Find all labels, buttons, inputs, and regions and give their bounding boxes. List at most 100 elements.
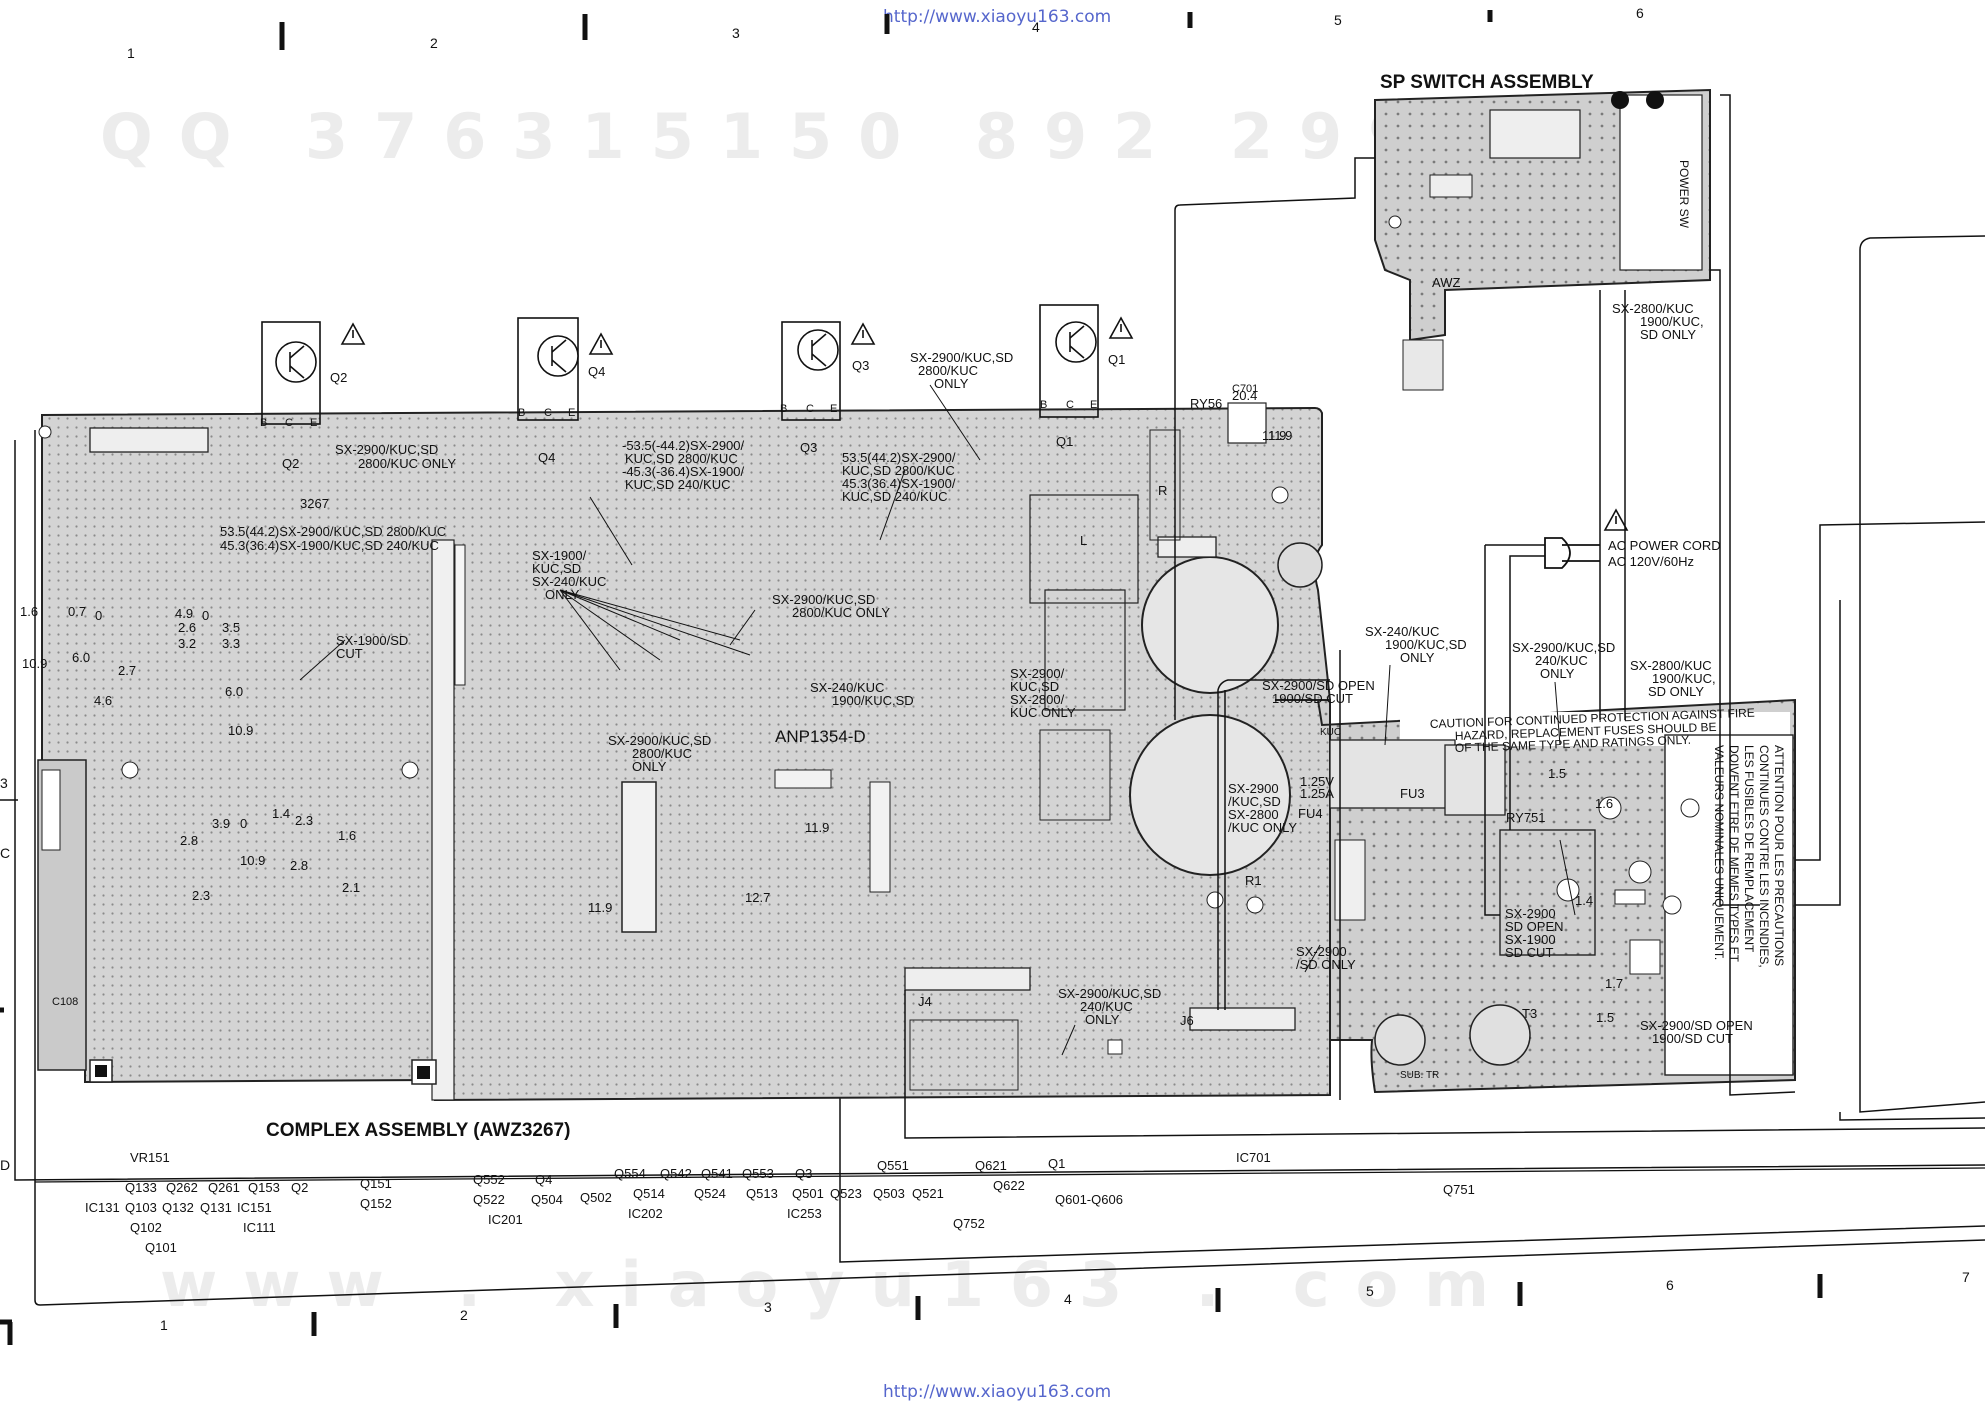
label-fu-rating1: 1.25V xyxy=(1300,774,1334,789)
svg-text:3.9: 3.9 xyxy=(212,816,230,831)
ref-designator: Q521 xyxy=(912,1186,944,1201)
svg-text:1.5: 1.5 xyxy=(1548,766,1566,781)
col-top-5: 5 xyxy=(1334,12,1342,28)
ref-designator: Q131 xyxy=(200,1200,232,1215)
sp-switch-title: SP SWITCH ASSEMBLY xyxy=(1380,72,1594,93)
svg-text:2.8: 2.8 xyxy=(290,858,308,873)
label-c701: C701 xyxy=(1232,383,1258,395)
complex-title: COMPLEX ASSEMBLY (AWZ3267) xyxy=(266,1120,570,1141)
ref-designator: Q513 xyxy=(746,1186,778,1201)
svg-text:0: 0 xyxy=(202,608,209,623)
url-top[interactable]: http://www.xiaoyu163.com xyxy=(883,7,1111,27)
col-bottom-7: 7 xyxy=(1962,1269,1970,1285)
svg-text:B: B xyxy=(260,417,267,429)
ref-designator: Q554 xyxy=(614,1166,646,1181)
ref-designator: Q2 xyxy=(291,1180,308,1195)
label-c108: C108 xyxy=(52,996,78,1008)
awz-code: 3267 xyxy=(300,496,329,511)
svg-text:ATTENTION POUR LES PRECAUTIONS: ATTENTION POUR LES PRECAUTIONS xyxy=(1772,745,1786,966)
board-q3: Q3 xyxy=(800,440,817,455)
label-j6: J6 xyxy=(1180,1013,1194,1028)
ref-designator: Q524 xyxy=(694,1186,726,1201)
board-q1: Q1 xyxy=(1056,434,1073,449)
svg-text:1.4: 1.4 xyxy=(272,806,290,821)
row-marker-d: D xyxy=(0,1157,10,1173)
ref-designator: IC701 xyxy=(1236,1150,1271,1165)
svg-text:AC 120V/60Hz: AC 120V/60Hz xyxy=(1608,554,1694,569)
ref-designator: Q3 xyxy=(795,1166,812,1181)
ref-designator: Q4 xyxy=(535,1172,552,1187)
col-bottom-3: 3 xyxy=(764,1299,772,1315)
svg-text:CONTINUES CONTRE LES INCENDIES: CONTINUES CONTRE LES INCENDIES, xyxy=(1757,745,1771,968)
url-bottom[interactable]: http://www.xiaoyu163.com xyxy=(883,1382,1111,1402)
svg-text:4.9: 4.9 xyxy=(175,606,193,621)
label-kuc: KUC xyxy=(1320,727,1341,738)
svg-text:3.3: 3.3 xyxy=(222,636,240,651)
ref-designator: Q152 xyxy=(360,1196,392,1211)
warning-icons xyxy=(340,316,1629,531)
ref-designator: Q133 xyxy=(125,1180,157,1195)
svg-text:10.9: 10.9 xyxy=(228,723,253,738)
col-top-1: 1 xyxy=(127,45,135,61)
svg-text:6.0: 6.0 xyxy=(225,684,243,699)
power-board xyxy=(1275,698,1796,1094)
svg-text:2.6: 2.6 xyxy=(178,620,196,635)
ref-designator: Q601-Q606 xyxy=(1055,1192,1123,1207)
svg-text:1.5: 1.5 xyxy=(1596,1010,1614,1025)
component-labels: RY56 20.4 C701 11.9 RY751 J4 J6 FU3 FU4 … xyxy=(52,383,1546,1081)
label-v119: 11.9 xyxy=(1268,428,1292,443)
transistor-q1 xyxy=(1039,304,1099,418)
svg-text:2.7: 2.7 xyxy=(118,663,136,678)
sp-switch-board xyxy=(1374,88,1711,391)
label-r: R xyxy=(1158,483,1167,498)
svg-text:DOIVENT ETRE DE MEMES TYPES ET: DOIVENT ETRE DE MEMES TYPES ET xyxy=(1727,745,1741,963)
watermark-top: QQ 376315150 892 299 xyxy=(100,100,1437,173)
svg-text:E: E xyxy=(1090,399,1097,411)
board-q2: Q2 xyxy=(282,456,299,471)
ref-designator: Q261 xyxy=(208,1180,240,1195)
svg-text:3.2: 3.2 xyxy=(178,636,196,651)
power-sw-label: POWER SW xyxy=(1677,160,1691,229)
ref-designator: IC253 xyxy=(787,1206,822,1221)
svg-text:1.4: 1.4 xyxy=(1575,893,1593,908)
label-ry: RY56 xyxy=(1190,396,1222,411)
caution-french: ATTENTION POUR LES PRECAUTIONS CONTINUES… xyxy=(1712,745,1786,968)
label-t3: T3 xyxy=(1522,1006,1537,1021)
col-bottom-5: 5 xyxy=(1366,1283,1374,1299)
label-l: L xyxy=(1080,533,1087,548)
ac-plug-icon xyxy=(1544,537,1600,569)
svg-text:11.9: 11.9 xyxy=(588,900,612,915)
svg-text:0: 0 xyxy=(95,608,102,623)
ref-designator: Q102 xyxy=(130,1220,162,1235)
svg-text:10.9: 10.9 xyxy=(22,656,47,671)
board-id: ANP1354-D xyxy=(775,727,866,746)
label-q3: Q3 xyxy=(852,358,869,373)
svg-text:AC POWER CORD: AC POWER CORD xyxy=(1608,538,1721,553)
svg-text:C: C xyxy=(1066,399,1074,411)
svg-text:2.3: 2.3 xyxy=(192,888,210,903)
svg-text:1.7: 1.7 xyxy=(1605,976,1623,991)
ref-designator: IC201 xyxy=(488,1212,523,1227)
ref-designator: Q542 xyxy=(660,1166,692,1181)
transistor-labels: Q2 Q4 Q3 Q1 Q2 Q4 Q3 Q1 xyxy=(282,352,1125,471)
leader-lines xyxy=(299,384,1576,1056)
svg-text:LES FUSIBLES DE REMPLACEMENT: LES FUSIBLES DE REMPLACEMENT xyxy=(1742,745,1756,953)
ref-designator: Q622 xyxy=(993,1178,1025,1193)
svg-text:B: B xyxy=(1040,399,1047,411)
ref-designator: Q503 xyxy=(873,1186,905,1201)
col-bottom-2: 2 xyxy=(460,1307,468,1323)
